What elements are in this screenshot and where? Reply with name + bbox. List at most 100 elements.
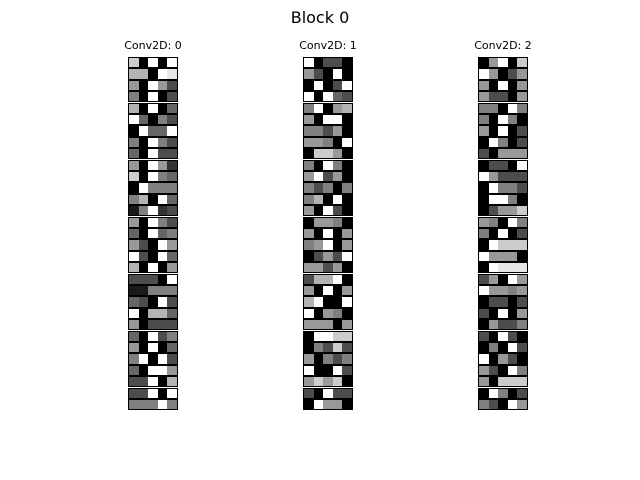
filter-cell: [313, 58, 324, 68]
filter-cell: [304, 103, 314, 113]
filter-cell: [167, 400, 178, 410]
filter-cell: [129, 286, 139, 296]
filter-cell: [479, 58, 489, 68]
filter-cell: [323, 115, 334, 125]
filter-cell: [129, 80, 139, 90]
filter-cell: [323, 320, 334, 330]
filter-cell: [332, 217, 343, 227]
filter-cell: [479, 263, 489, 273]
filter-cell: [148, 92, 159, 102]
filter-cell: [323, 400, 334, 410]
filter-cell: [313, 80, 324, 90]
filter-cell: [313, 308, 324, 318]
filter-row: [128, 376, 178, 388]
filter-cell: [488, 400, 499, 410]
filter-cell: [313, 69, 324, 79]
filter-cell: [148, 354, 159, 364]
filter-row: [128, 182, 178, 194]
filter-row: [303, 273, 353, 285]
filter-cell: [138, 115, 149, 125]
filter-cell: [157, 320, 168, 330]
filter-cell: [313, 115, 324, 125]
filter-cell: [507, 377, 518, 387]
filter-cell: [313, 400, 324, 410]
filter-cell: [517, 251, 528, 261]
filter-row: [303, 376, 353, 388]
filter-cell: [323, 92, 334, 102]
filter-cell: [148, 286, 159, 296]
filter-cell: [332, 183, 343, 193]
filter-cell: [167, 343, 178, 353]
filter-row: [478, 56, 528, 69]
filter-row: [478, 193, 528, 206]
filter-cell: [517, 354, 528, 364]
filter-cell: [129, 103, 139, 113]
filter-cell: [332, 388, 343, 398]
panel-title-conv2d-1: Conv2D: 1: [299, 39, 357, 52]
filter-cell: [507, 69, 518, 79]
filter-cell: [138, 194, 149, 204]
filter-cell: [167, 183, 178, 193]
filter-cell: [167, 274, 178, 284]
filter-cell: [157, 229, 168, 239]
filter-cell: [498, 172, 509, 182]
filter-cell: [138, 69, 149, 79]
filter-row: [128, 159, 178, 171]
filter-cell: [342, 206, 353, 216]
filter-cell: [157, 251, 168, 261]
filter-cell: [167, 58, 178, 68]
filter-cell: [498, 126, 509, 136]
filter-cell: [498, 217, 509, 227]
filter-row: [128, 56, 178, 69]
filter-cell: [479, 115, 489, 125]
filter-cell: [342, 217, 353, 227]
filter-cell: [313, 240, 324, 250]
filter-cell: [498, 92, 509, 102]
filter-cell: [488, 172, 499, 182]
filter-cell: [157, 115, 168, 125]
filter-cell: [167, 320, 178, 330]
filter-cell: [157, 183, 168, 193]
filter-cell: [479, 126, 489, 136]
filter-cell: [342, 400, 353, 410]
filter-cell: [148, 400, 159, 410]
filter-cell: [157, 217, 168, 227]
filter-cell: [479, 388, 489, 398]
filter-cell: [323, 69, 334, 79]
filter-cell: [498, 320, 509, 330]
filter-cell: [479, 160, 489, 170]
filter-cell: [304, 69, 314, 79]
filter-cell: [129, 115, 139, 125]
filter-cell: [479, 149, 489, 159]
filter-cell: [157, 286, 168, 296]
filter-cell: [479, 354, 489, 364]
filter-row: [128, 262, 178, 274]
filter-cell: [148, 343, 159, 353]
filter-row: [128, 125, 178, 137]
filter-row: [128, 239, 178, 251]
filter-cell: [332, 286, 343, 296]
filter-cell: [332, 320, 343, 330]
filter-row: [478, 182, 528, 194]
filter-cell: [129, 137, 139, 147]
filter-cell: [517, 308, 528, 318]
filter-cell: [148, 331, 159, 341]
filter-cell: [479, 69, 489, 79]
filter-cell: [507, 183, 518, 193]
filter-cell: [304, 343, 314, 353]
filter-cell: [167, 126, 178, 136]
filter-cell: [129, 365, 139, 375]
filter-cell: [332, 229, 343, 239]
filter-cell: [342, 388, 353, 398]
filter-cell: [498, 377, 509, 387]
filter-cell: [498, 80, 509, 90]
filter-row: [478, 364, 528, 377]
filter-cell: [323, 263, 334, 273]
filter-cell: [138, 365, 149, 375]
filter-cell: [498, 331, 509, 341]
filter-cell: [332, 400, 343, 410]
filter-cell: [332, 331, 343, 341]
filter-cell: [517, 149, 528, 159]
filter-cell: [148, 263, 159, 273]
filter-cell: [167, 92, 178, 102]
